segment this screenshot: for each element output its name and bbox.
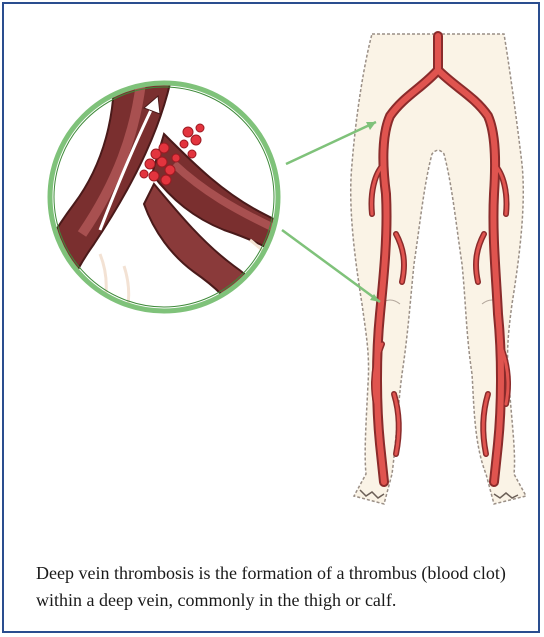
dvt-illustration bbox=[4, 4, 538, 524]
magnified-vein-view bbox=[24, 64, 314, 324]
figure-caption: Deep vein thrombosis is the formation of… bbox=[36, 560, 516, 614]
figure-frame: Deep vein thrombosis is the formation of… bbox=[2, 2, 540, 633]
